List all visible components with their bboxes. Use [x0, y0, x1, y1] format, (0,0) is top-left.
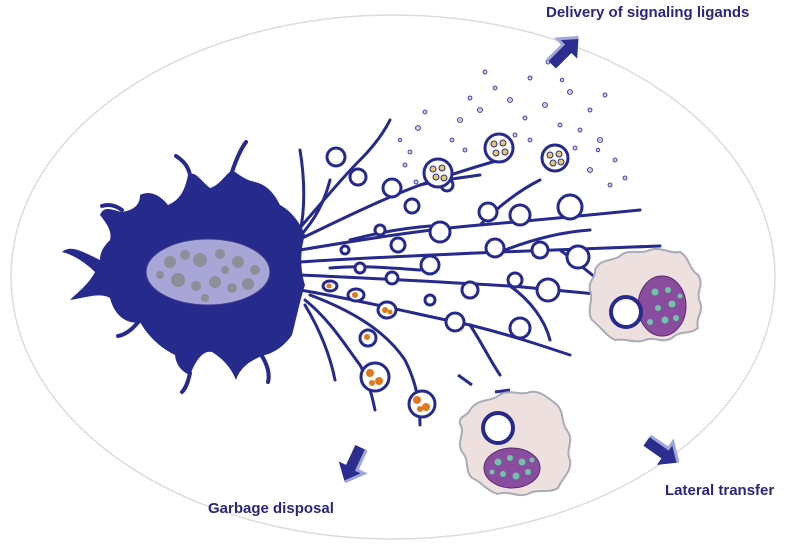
nucleus-spots [156, 249, 260, 302]
label-lateral-transfer: Lateral transfer [665, 482, 775, 499]
recipient-cell-right [588, 247, 702, 343]
cargo-vesicles [321, 279, 437, 419]
label-garbage-disposal: Garbage disposal [208, 500, 334, 517]
arrow-icon-garbage [330, 440, 375, 490]
donor-nucleus [145, 238, 271, 306]
arrow-icon-lateral [637, 427, 688, 476]
cell-body-filopodia [100, 140, 271, 394]
process-vesicles [325, 146, 591, 340]
multivesicular-bodies [422, 132, 570, 189]
arrow-icon-delivery [540, 26, 590, 76]
outer-oval [10, 14, 776, 540]
label-delivery-of-signaling-ligands: Delivery of signaling ligands [546, 4, 750, 21]
released-particles [397, 59, 628, 188]
dashed-process [457, 373, 511, 394]
recipient-cell-bottom [458, 390, 572, 497]
